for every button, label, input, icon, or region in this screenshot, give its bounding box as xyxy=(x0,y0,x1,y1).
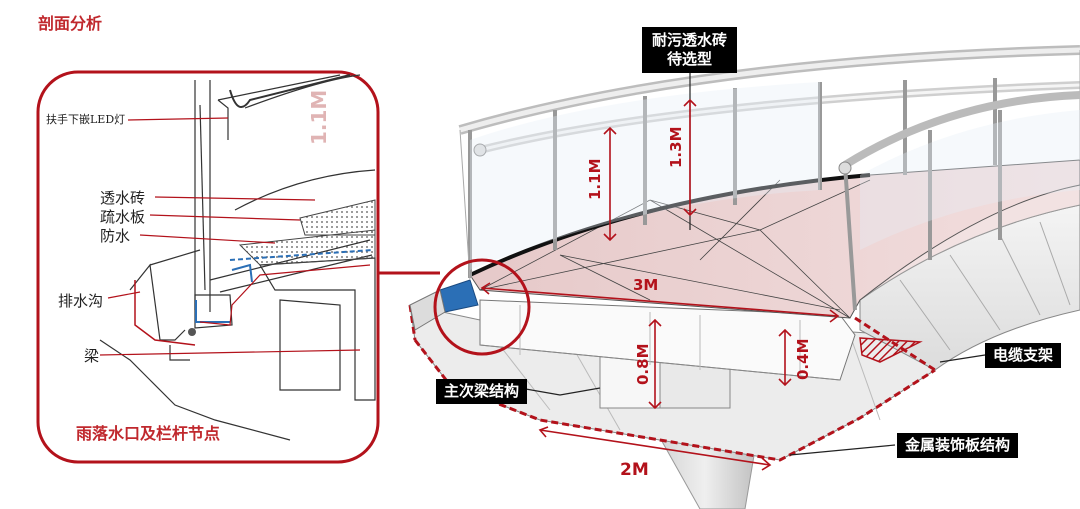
section-title: 剖面分析 xyxy=(38,14,103,33)
callout-metal-panel: 金属装饰板结构 xyxy=(897,433,1019,458)
dim-rail-2: 1.3M xyxy=(667,127,685,169)
callout-paving-line-1: 耐污透水砖 xyxy=(652,31,728,49)
label-led: 扶手下嵌LED灯 xyxy=(46,113,126,126)
cable-bracket xyxy=(854,316,936,372)
dimension-text: 1.1M 1.3M 3M 0.8M 0.4M 2M xyxy=(586,127,812,481)
callout-paving: 耐污透水砖 待选型 xyxy=(642,27,738,73)
railings xyxy=(458,45,1080,311)
label-drain-board: 疏水板 xyxy=(100,208,146,226)
main-secondary-beams xyxy=(479,299,856,409)
label-waterproof: 防水 xyxy=(100,227,131,245)
dim-beam-depth: 0.8M xyxy=(634,344,652,386)
detail-caption: 雨落水口及栏杆节点 xyxy=(76,424,221,443)
dim-edge-beam: 0.4M xyxy=(794,339,812,381)
detail-magnifier xyxy=(376,258,531,356)
dimension-lines xyxy=(480,98,840,471)
label-permeable-brick: 透水砖 xyxy=(100,189,146,207)
label-gutter: 排水沟 xyxy=(58,292,104,310)
dim-width: 3M xyxy=(633,276,658,294)
sketch-height-dim: 1.1M xyxy=(307,90,331,145)
deck-surface xyxy=(469,159,1080,319)
callout-beam: 主次梁结构 xyxy=(436,379,528,404)
callout-cable: 电缆支架 xyxy=(985,343,1062,368)
label-beam: 梁 xyxy=(84,347,100,365)
dim-bottom: 2M xyxy=(620,460,649,480)
detail-inset-sketch: 1.1M xyxy=(36,70,380,464)
dim-rail-1: 1.1M xyxy=(586,159,604,201)
callout-paving-line-2: 待选型 xyxy=(667,50,713,68)
